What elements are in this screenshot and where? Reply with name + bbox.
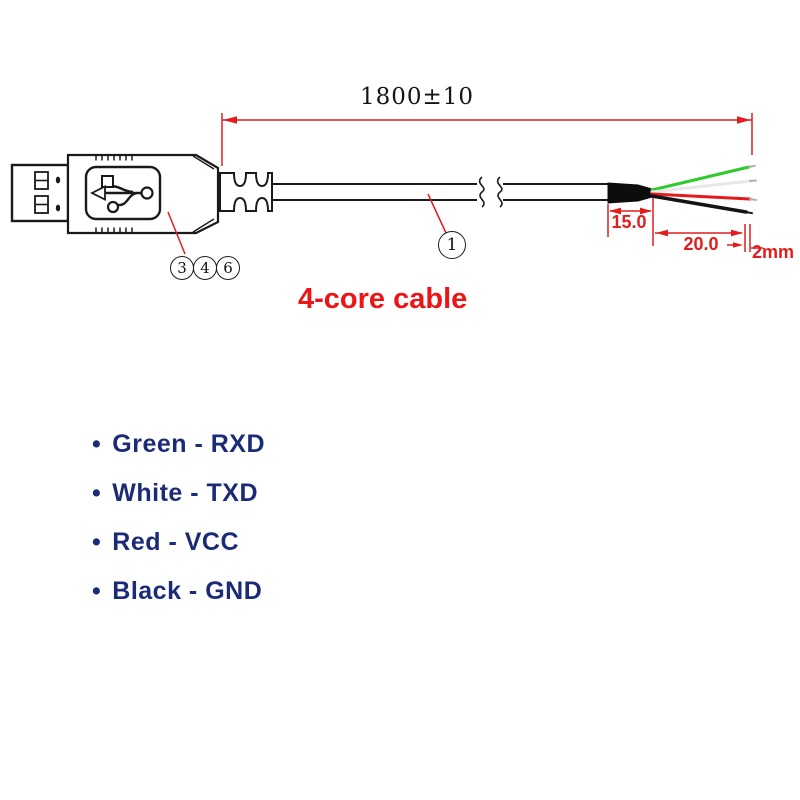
usb-logo-arrowhead xyxy=(89,185,106,201)
legend-item-white: • White - TXD xyxy=(92,479,265,508)
legend-item-label: Black - GND xyxy=(112,577,263,605)
usb-logo-branch-bottom xyxy=(117,191,138,207)
wire-red-bare-tip xyxy=(749,198,757,201)
dim-strip-arrow-left xyxy=(656,229,668,237)
bullet-icon: • xyxy=(92,577,102,605)
leader-cable-callout xyxy=(427,193,447,234)
wire-green-bare-tip xyxy=(748,164,756,168)
bullet-icon: • xyxy=(92,479,102,507)
bullet-icon: • xyxy=(92,528,102,556)
wire-green xyxy=(650,165,751,192)
legend-item-red: • Red - VCC xyxy=(92,528,265,557)
usb-body xyxy=(66,153,220,235)
callout-connector-3: 3 xyxy=(170,256,194,280)
usb-connector xyxy=(10,153,273,235)
dim-overall-label: 1800±10 xyxy=(359,84,475,110)
legend-item-black: • Black - GND xyxy=(92,577,265,606)
usb-logo-circle-end xyxy=(140,186,154,200)
usb-logo-circle-branch xyxy=(106,200,120,214)
wire-black-bare-tip xyxy=(745,211,753,215)
legend-item-label: Red - VCC xyxy=(112,528,239,556)
strain-relief xyxy=(219,172,273,212)
dim-overall-arrow-left xyxy=(223,116,237,124)
usb-logo-frame xyxy=(84,165,162,221)
cable-end-sleeve xyxy=(607,182,653,204)
legend-item-green: • Green - RXD xyxy=(92,430,265,459)
leader-connector-callouts xyxy=(167,211,186,255)
dim-sleeve-arrow-right xyxy=(640,207,652,215)
usb-body-chamfer-top xyxy=(192,155,215,170)
wire-black xyxy=(650,194,748,214)
usb-shell-dot-top xyxy=(55,176,61,184)
wire-red xyxy=(650,192,752,201)
stripped-wires xyxy=(650,164,757,215)
usb-body-ribs xyxy=(95,155,133,233)
usb-shell-dot-bottom xyxy=(55,204,61,212)
dim-sleeve-arrow-left xyxy=(609,207,621,215)
usb-logo xyxy=(84,165,162,221)
cable xyxy=(272,176,608,208)
callout-connector-6: 6 xyxy=(216,256,240,280)
bullet-icon: • xyxy=(92,430,102,458)
usb-logo-square xyxy=(101,175,114,188)
dim-strip-label: 20.0 xyxy=(683,234,719,254)
wire-legend: • Green - RXD • White - TXD • Red - VCC … xyxy=(92,430,265,606)
diagram-title: 4-core cable xyxy=(298,283,468,315)
dimension-annotations xyxy=(167,113,763,255)
usb-body-chamfer-bottom xyxy=(192,218,215,233)
dim-strip-arrow-right xyxy=(731,229,743,237)
dim-tip-arrow xyxy=(733,242,743,248)
wire-white xyxy=(650,179,752,194)
usb-logo-branch-top xyxy=(111,184,134,194)
cable-break-squiggle-right xyxy=(496,176,503,208)
legend-item-label: Green - RXD xyxy=(112,430,266,458)
dim-sleeve-label: 15.0 xyxy=(611,212,647,232)
dim-tip-label: 2mm xyxy=(752,242,795,262)
dim-overall-arrow-right xyxy=(737,116,751,124)
legend-item-label: White - TXD xyxy=(112,479,259,507)
cable-break-squiggle-left xyxy=(478,176,485,208)
callout-cable-1: 1 xyxy=(438,231,466,259)
callout-connector-4: 4 xyxy=(193,256,217,280)
